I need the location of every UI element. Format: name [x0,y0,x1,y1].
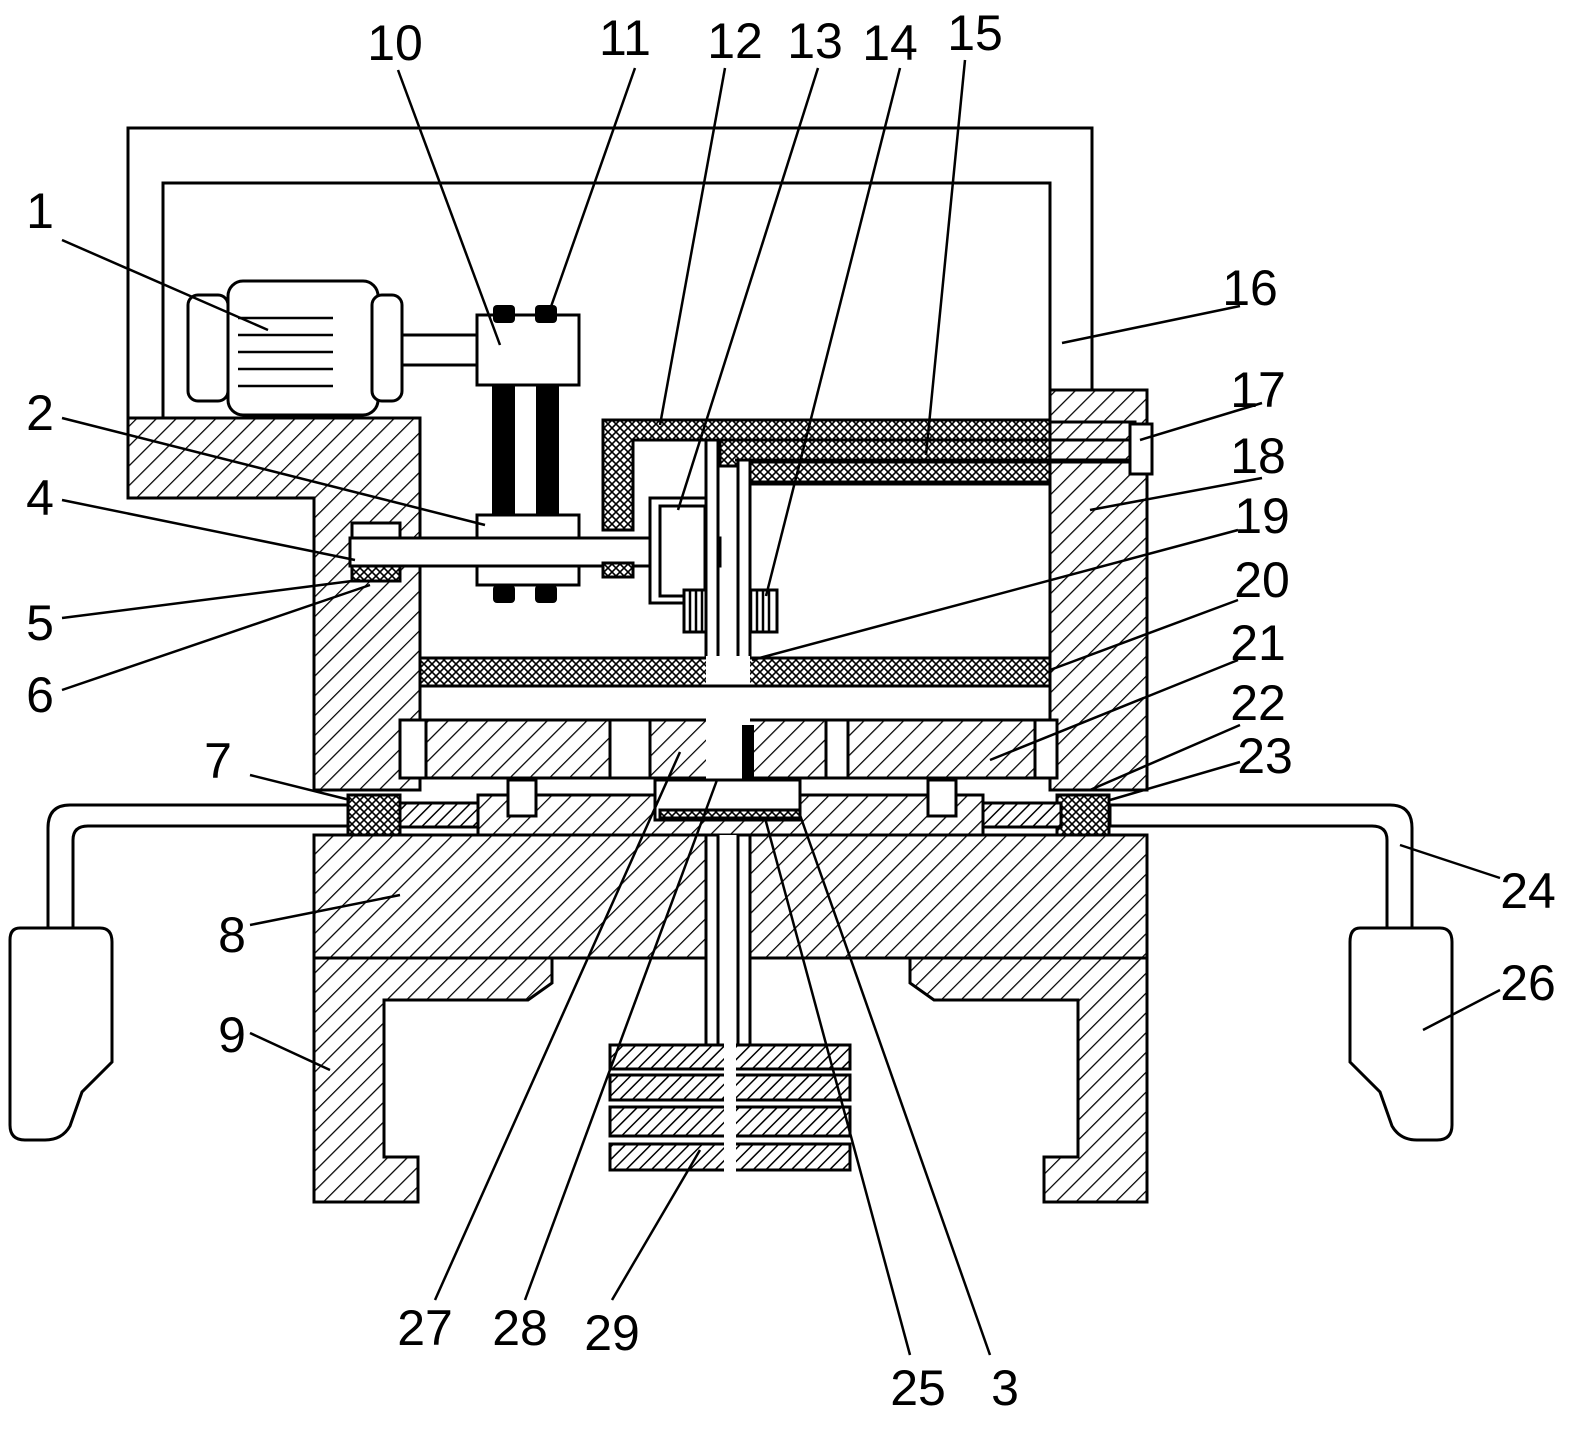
base-slot-right [926,778,958,818]
label-17: 17 [1230,362,1286,418]
label-18: 18 [1230,428,1286,484]
label-29: 29 [584,1305,640,1361]
label-19: 19 [1234,488,1290,544]
disc-slot-left [608,718,652,780]
label-3: 3 [991,1360,1019,1416]
label-1: 1 [26,183,54,239]
label-12: 12 [707,13,763,69]
left-handle [46,803,350,932]
left-grip [8,926,114,1142]
shaft-coupling [601,561,635,579]
disc-end-left [398,718,428,780]
label-6: 6 [26,667,54,723]
clamp-tr [535,305,557,323]
seal-right [1055,793,1111,837]
disc-marker [742,725,754,795]
gear-housing-inner [658,504,707,598]
label-10: 10 [367,15,423,71]
belt-left [492,384,515,517]
right-handle [1108,803,1414,932]
label-25: 25 [890,1360,946,1416]
label-22: 22 [1230,675,1286,731]
label-20: 20 [1234,552,1290,608]
base-shaft-b [736,833,752,1057]
motor-body [226,279,380,417]
brush-center-gap [724,1040,736,1172]
label-15: 15 [947,5,1003,61]
label-26: 26 [1500,955,1556,1011]
base-slot-left [506,778,538,818]
label-23: 23 [1237,728,1293,784]
label-27: 27 [397,1300,453,1356]
label-14: 14 [862,15,918,71]
label-11: 11 [599,10,651,66]
disc-end-right [1033,718,1059,780]
plate-support [418,684,1052,722]
leader-lines [61,59,1501,1356]
label-16: 16 [1222,260,1278,316]
belt-right [536,384,559,517]
center-cavity-strip [658,808,802,820]
inner-housing-top-strip [738,460,1052,484]
filter-plate-gap [706,656,750,688]
brush-head [608,1040,852,1172]
right-grip [1348,926,1454,1142]
clamp-br [535,585,557,603]
motor-shaft [400,333,479,367]
label-13: 13 [787,13,843,69]
spring-left [398,801,480,829]
label-21: 21 [1230,615,1286,671]
seal-left [346,793,402,837]
base-shaft-a [704,833,720,1057]
disc-slot-right [824,718,850,780]
spring-right [981,801,1063,829]
label-7: 7 [204,733,232,789]
label-5: 5 [26,595,54,651]
right-foot [908,956,1149,1204]
right-top-rib [1048,420,1137,464]
motor-end-cap-left [186,293,230,403]
label-28: 28 [492,1300,548,1356]
clamp-tl [493,305,515,323]
label-4: 4 [26,470,54,526]
part-labels: 1 2 4 5 6 7 8 9 10 11 12 13 14 15 16 17 … [26,5,1556,1416]
clamp-bl [493,585,515,603]
left-foot [312,956,554,1204]
label-24: 24 [1500,863,1556,919]
motor-fins [238,316,333,388]
label-2: 2 [26,385,54,441]
pipe-connector [1128,422,1154,476]
label-9: 9 [218,1007,246,1063]
label-8: 8 [218,907,246,963]
motor-end-cap-right [370,293,404,403]
